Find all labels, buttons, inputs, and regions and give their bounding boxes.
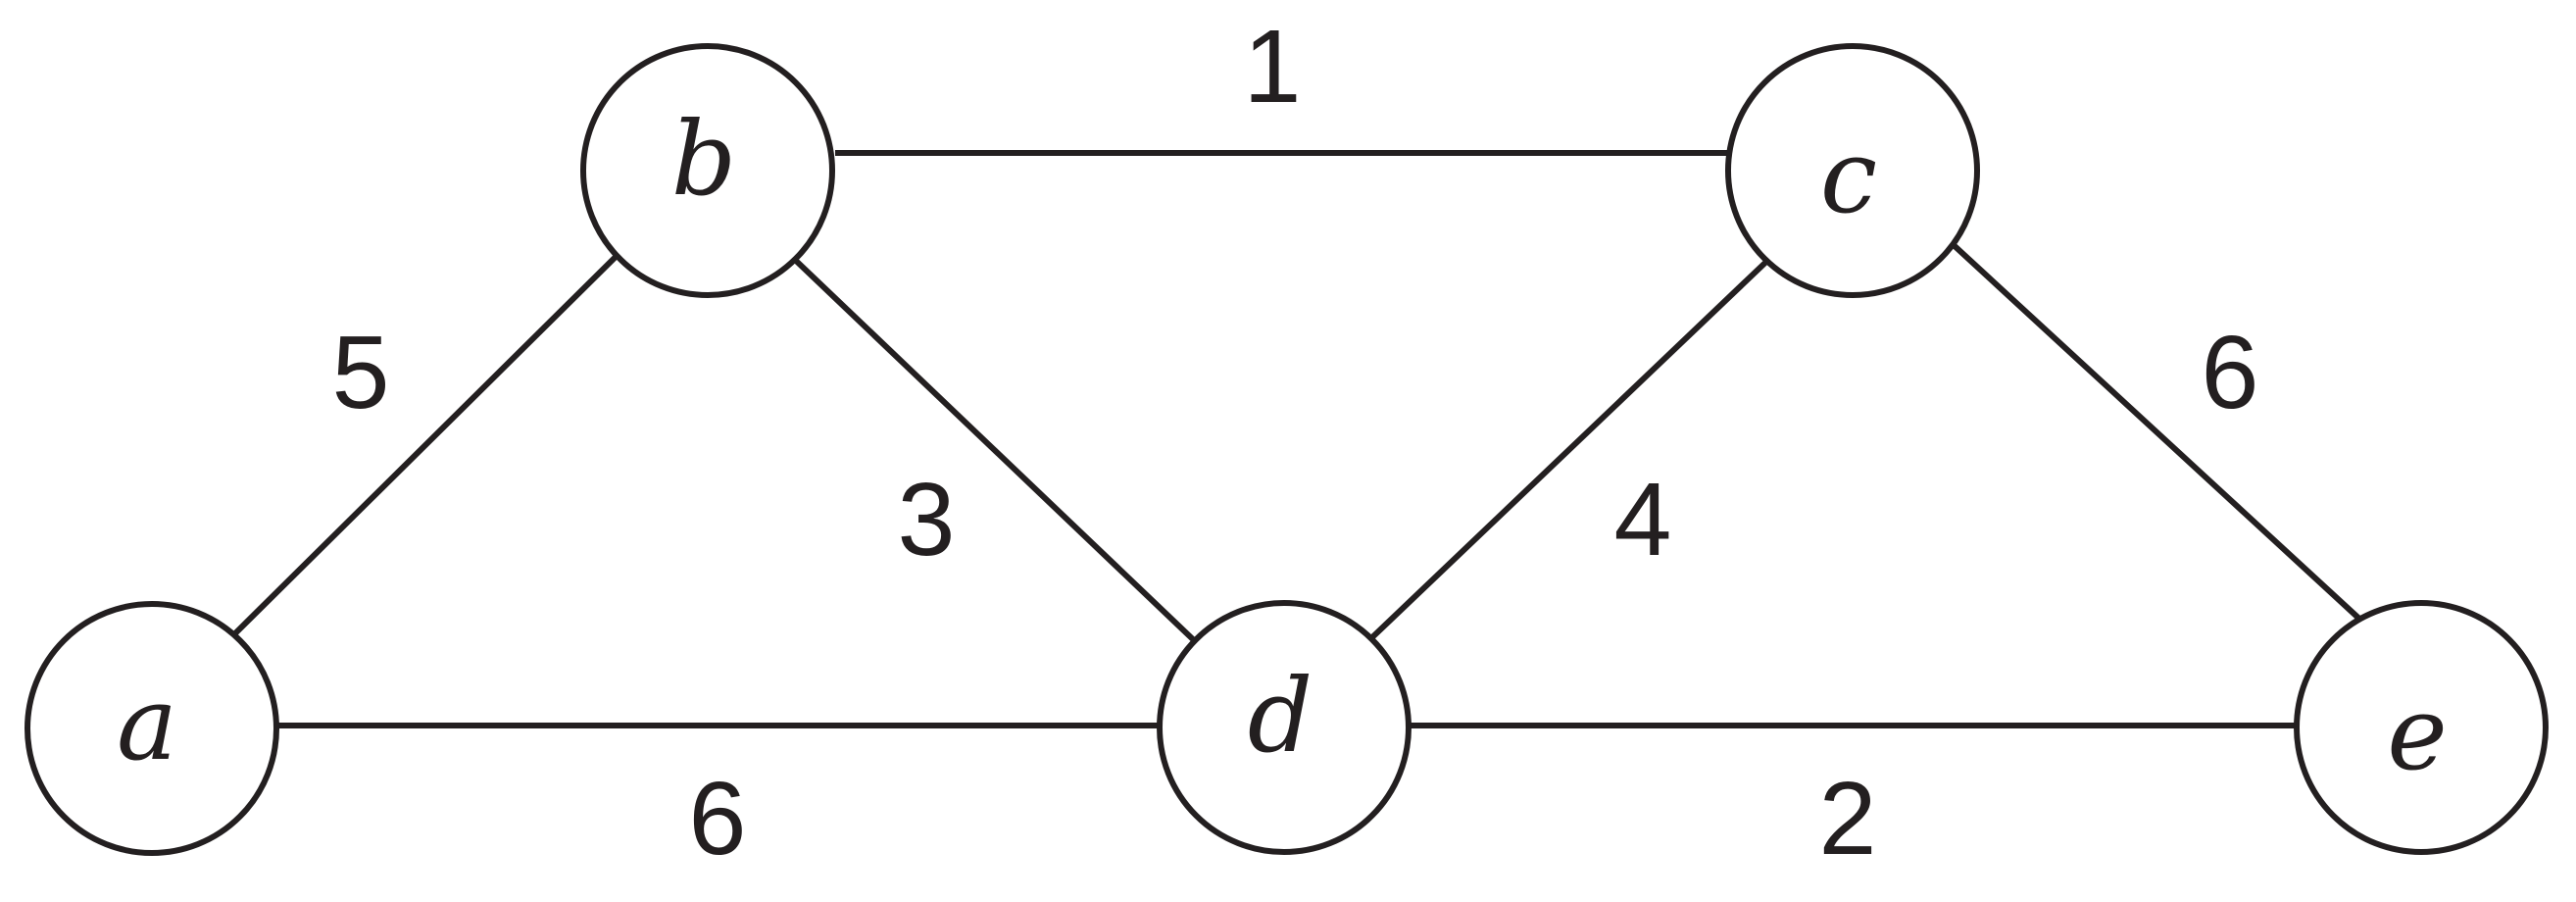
node-e: e [2294, 600, 2549, 855]
node-b-circle [580, 43, 835, 298]
node-a: a [25, 601, 279, 856]
edge-c-d [1369, 257, 1771, 640]
node-b-label: b [671, 99, 737, 219]
node-c-circle [1725, 43, 1980, 298]
weight-b-c: 1 [1244, 9, 1302, 125]
node-b: b [580, 43, 835, 298]
node-c: c [1725, 43, 1980, 298]
node-e-label: e [2387, 674, 2448, 793]
node-a-circle [25, 601, 279, 856]
edges [232, 150, 2363, 728]
node-e-circle [2294, 600, 2549, 855]
weight-c-e: 6 [2202, 315, 2259, 430]
edge-weights: 1 5 3 4 6 6 2 [332, 9, 2259, 877]
weight-c-d: 4 [1614, 462, 1672, 577]
edge-a-b [232, 252, 620, 636]
edge-b-d [791, 256, 1197, 643]
weight-d-e: 2 [1819, 761, 1877, 877]
weight-a-d: 6 [689, 761, 747, 877]
weight-b-d: 3 [898, 462, 956, 577]
node-d: d [1157, 600, 1412, 855]
weight-a-b: 5 [332, 315, 390, 430]
node-d-label: d [1248, 656, 1313, 776]
node-d-circle [1157, 600, 1412, 855]
node-a-label: a [117, 664, 177, 783]
node-c-label: c [1820, 117, 1877, 236]
edge-c-e [1951, 242, 2363, 623]
